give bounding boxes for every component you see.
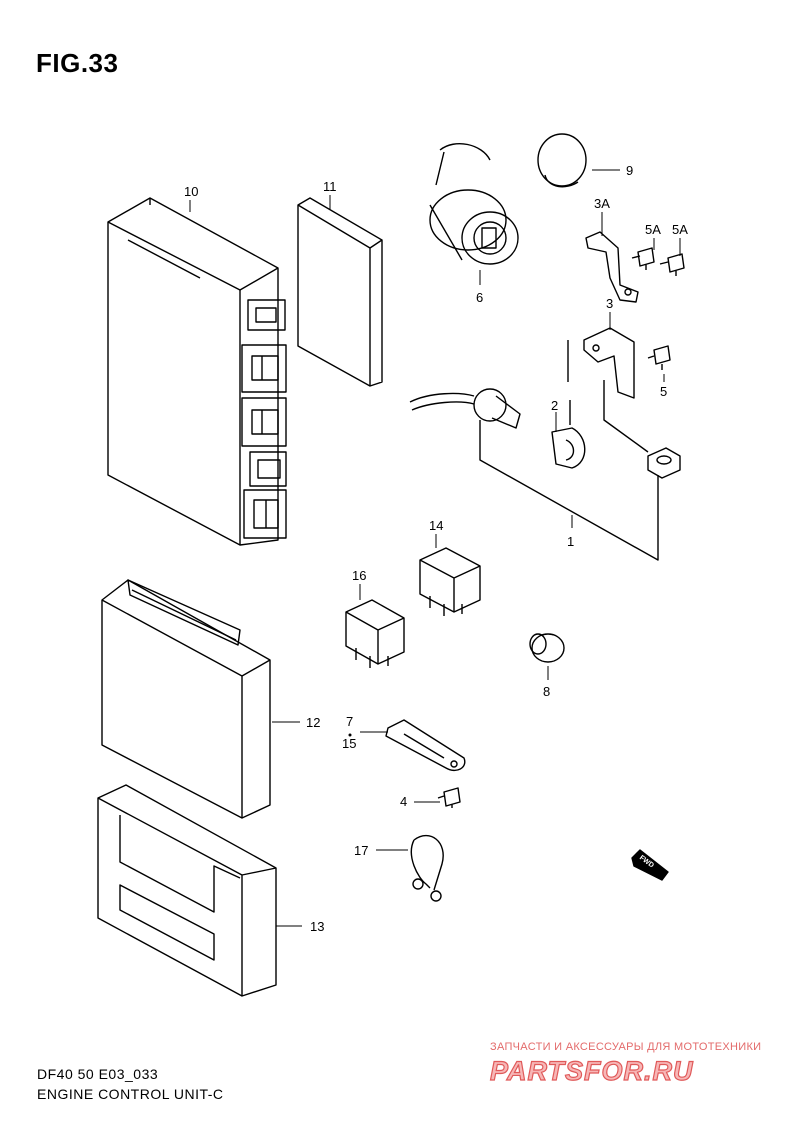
callout-1: 1 — [567, 534, 574, 549]
callout-14: 14 — [429, 518, 443, 533]
callout-4: 4 — [400, 794, 407, 809]
callout-7: 7 — [346, 714, 353, 729]
callout-13: 13 — [310, 919, 324, 934]
callout-5: 5 — [660, 384, 667, 399]
callout-3: 3 — [606, 296, 613, 311]
part-12-ecu — [101, 579, 271, 819]
part-14-relay — [419, 547, 481, 616]
figure-title: FIG.33 — [36, 48, 119, 78]
part-1-switch — [409, 388, 659, 561]
part-10-control-box — [107, 197, 287, 546]
callout-16: 16 — [352, 568, 366, 583]
leader-lines — [189, 169, 681, 927]
figure-name: ENGINE CONTROL UNIT-C — [37, 1086, 224, 1102]
watermark-tagline: ЗАПЧАСТИ И АКСЕССУАРЫ ДЛЯ МОТОТЕХНИКИ — [490, 1041, 762, 1053]
part-8-grommet — [529, 633, 565, 663]
callout-labels: 10 11 9 6 3A 5A 5A 3 5 2 1 14 16 8 12 7 … — [184, 163, 688, 934]
callout-12: 12 — [306, 715, 320, 730]
part-16-relay — [345, 599, 405, 668]
callout-15: 15 — [342, 736, 356, 751]
part-7-strap — [385, 719, 466, 772]
part-9-cap — [537, 133, 587, 188]
part-3A-bracket — [585, 231, 639, 303]
part-11-pad — [297, 197, 383, 387]
part-5A-bolt-right — [659, 253, 685, 276]
callout-10: 10 — [184, 184, 198, 199]
callout-separator-dot — [348, 733, 352, 737]
watermark-logo-text: PARTSFOR.RU — [490, 1056, 694, 1086]
callout-11: 11 — [323, 179, 337, 194]
callout-3A: 3A — [594, 196, 610, 211]
callout-8: 8 — [543, 684, 550, 699]
part-13-case — [97, 784, 277, 997]
part-2-clip — [551, 400, 586, 469]
part-nut — [603, 380, 681, 479]
part-5-bolt — [647, 345, 671, 370]
callout-6: 6 — [476, 290, 483, 305]
watermark-logo: PARTSFOR.RU — [489, 1055, 694, 1086]
part-6-socket — [429, 143, 519, 265]
callout-2: 2 — [551, 398, 558, 413]
callout-5A-right: 5A — [672, 222, 688, 237]
part-3-bracket — [567, 327, 635, 399]
part-4-bolt — [437, 787, 461, 808]
callout-5A-left: 5A — [645, 222, 661, 237]
callout-17: 17 — [354, 843, 368, 858]
part-17-clamp — [410, 834, 444, 902]
fwd-arrow-icon — [631, 849, 669, 881]
figure-code: DF40 50 E03_033 — [37, 1066, 159, 1082]
callout-9: 9 — [626, 163, 633, 178]
part-5A-bolt-left — [631, 247, 655, 270]
